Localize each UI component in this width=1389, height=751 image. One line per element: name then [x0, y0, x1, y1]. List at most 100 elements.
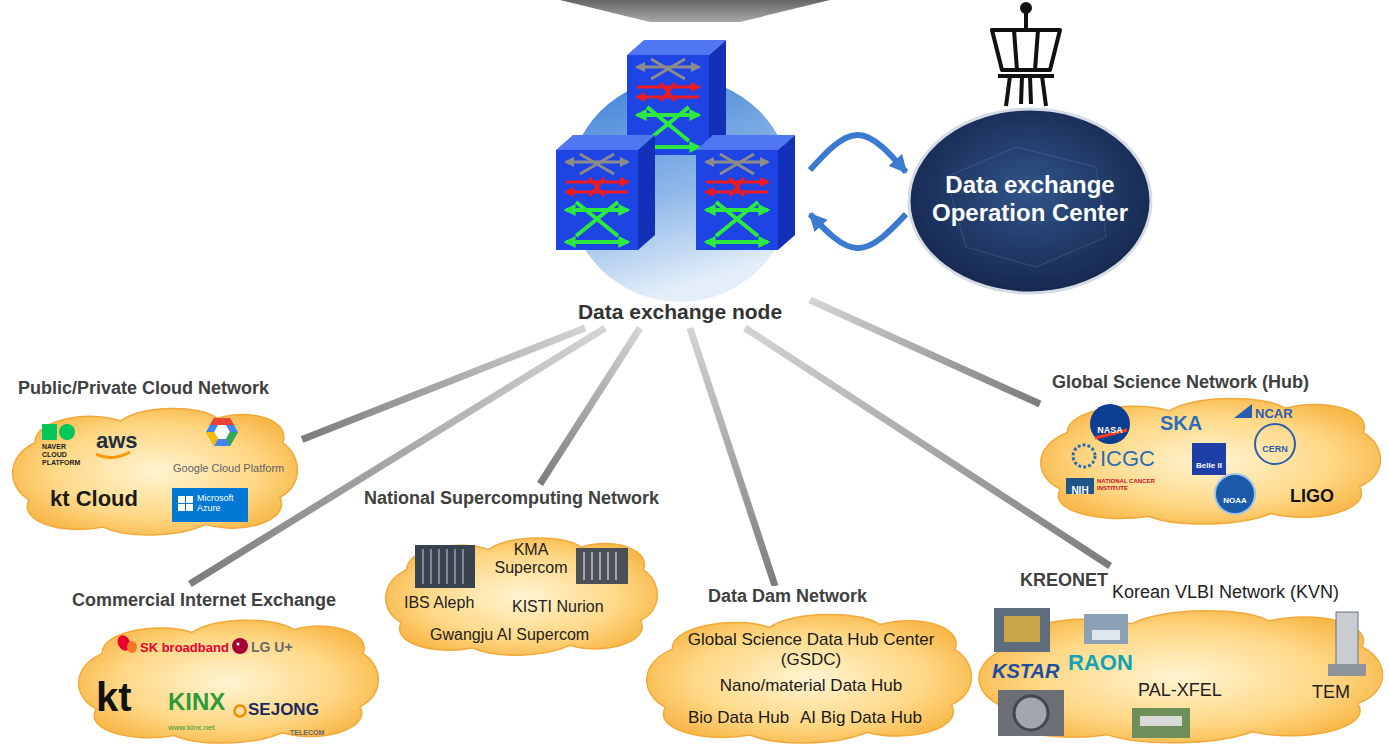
cloud-outline [979, 611, 1383, 743]
text-slot: Belle II [1192, 454, 1226, 472]
text-slot: Gwangju AI Supercom [430, 626, 589, 644]
logo-text: Korean VLBI Network (KVN) [1112, 582, 1339, 603]
logo-text: LIGO [1290, 486, 1334, 507]
network-heading: Public/Private Cloud Network [16, 378, 271, 399]
cloud-outline [13, 408, 298, 535]
text-slot: Data exchange node [550, 300, 810, 324]
logo-text: ICGC [1100, 446, 1155, 471]
cloud-outline [79, 620, 379, 743]
node-circle [568, 78, 792, 302]
text-slot: Microsoft Azure [197, 494, 245, 514]
tower-icon [1022, 4, 1030, 12]
network-pattern [966, 247, 1036, 267]
text-slot: AI Big Data Hub [800, 708, 922, 728]
logo-text: NIH [1071, 485, 1088, 497]
text-slot: NATIONAL CANCER INSTITUTE [1097, 478, 1159, 492]
logo-text: KINX [168, 688, 225, 716]
text-slot: NASA [1094, 419, 1126, 437]
text-slot: KSTAR [992, 660, 1059, 683]
cloud-network: Commercial Internet Exchange SK broadband… [66, 584, 378, 748]
logo-text: TELECOM [290, 729, 324, 737]
cloud-outline [1041, 398, 1381, 524]
network-pattern [1036, 237, 1106, 267]
network-heading: KREONET [1018, 570, 1110, 591]
logo-text: Gwangju AI Supercom [430, 626, 589, 644]
network-link [690, 328, 775, 586]
logo-text: Google Cloud Platform [173, 462, 284, 475]
network-pattern [1016, 147, 1096, 167]
logo-text: kt [96, 674, 132, 720]
logo-text: LG U+ [251, 639, 293, 655]
text-slot: TEM [1312, 682, 1350, 703]
tower-icon [1030, 76, 1031, 104]
logo-text: kt Cloud [50, 486, 138, 511]
network-heading: Commercial Internet Exchange [70, 590, 338, 611]
text-slot: KREONET [1018, 570, 1110, 591]
logo-text: KMA Supercom [488, 541, 574, 578]
text-slot: SEJONG [248, 700, 319, 720]
text-slot: SKA [1160, 412, 1202, 435]
network-heading: Global Science Network (Hub) [1050, 372, 1311, 393]
cloud-shape [1040, 392, 1380, 527]
logo-text: RAON [1068, 650, 1133, 675]
logo-text: NATIONAL CANCER INSTITUTE [1097, 478, 1159, 492]
tower-icon [1024, 12, 1028, 28]
text-slot: www.kinx.net [168, 716, 215, 734]
text-slot: kt Cloud [50, 486, 138, 511]
logo-text: aws [96, 428, 138, 453]
text-slot: Global Science Data Hub Center (GSDC) [666, 630, 956, 669]
tower-icon [1042, 76, 1046, 106]
text-slot: SK broadband [140, 638, 229, 656]
text-slot: Commercial Internet Exchange [70, 590, 338, 611]
text-slot: aws [96, 428, 138, 453]
logo-text: AI Big Data Hub [800, 708, 922, 728]
text-slot: Bio Data Hub [688, 708, 789, 728]
text-slot: Public/Private Cloud Network [16, 378, 271, 399]
logo-text: KSTAR [992, 660, 1059, 683]
logo-text: Global Science Data Hub Center (GSDC) [666, 630, 956, 669]
logo-text: TEM [1312, 682, 1350, 703]
cloud-outline [647, 615, 972, 743]
node-label: Data exchange node [578, 300, 782, 324]
sync-arrow [810, 135, 906, 172]
text-slot: KMA Supercom [488, 541, 574, 578]
tower-icon [1014, 30, 1017, 70]
text-slot: RAON [1068, 650, 1133, 675]
logo-text: NASA [1097, 425, 1123, 435]
cloud-network: KREONETKorean VLBI Network (KVN) KSTAR RAO… [976, 566, 1386, 748]
tower-icon [998, 74, 1054, 78]
logo-text: Bio Data Hub [688, 708, 789, 728]
text-slot: IBS Aleph [404, 594, 474, 612]
logo-text: IBS Aleph [404, 594, 474, 612]
logo-text: PAL-XFEL [1138, 680, 1222, 701]
logo-text: Belle II [1196, 461, 1222, 470]
exchange-node: Data exchange node [550, 36, 810, 328]
cloud-network: Global Science Network (Hub) NASA SKA NCAR I… [1040, 372, 1385, 532]
logo-text: KISTI Nurion [512, 598, 604, 616]
tower-icon [1035, 30, 1038, 70]
cloud-outline [386, 538, 658, 655]
logo-text: CERN [1262, 444, 1288, 454]
logo-text: Nano/material Data Hub [720, 676, 902, 696]
text-slot: KISTI Nurion [512, 598, 604, 616]
logo-text: SEJONG [248, 700, 319, 720]
text-slot: CERN [1259, 438, 1291, 456]
tower-icon [992, 4, 1060, 106]
operation-center: Data exchange Operation Center [906, 107, 1154, 295]
logo-text: www.kinx.net [168, 723, 215, 732]
text-slot: Korean VLBI Network (KVN) [1112, 582, 1339, 603]
circle-shape [550, 36, 810, 328]
network-link [810, 300, 1040, 404]
text-slot: TELECOM [290, 721, 324, 739]
logo-text: Microsoft Azure [197, 494, 245, 514]
logo-text: NAVER CLOUD PLATFORM [42, 443, 86, 467]
text-slot: NOAA [1219, 489, 1251, 507]
sync-arrow [810, 214, 906, 248]
text-slot: Data Dam Network [706, 586, 869, 607]
text-slot: ICGC [1100, 446, 1155, 471]
text-slot: NCAR [1255, 404, 1293, 422]
tower-icon [1006, 76, 1010, 106]
network-link [540, 328, 640, 484]
network-heading: Data Dam Network [706, 586, 869, 607]
